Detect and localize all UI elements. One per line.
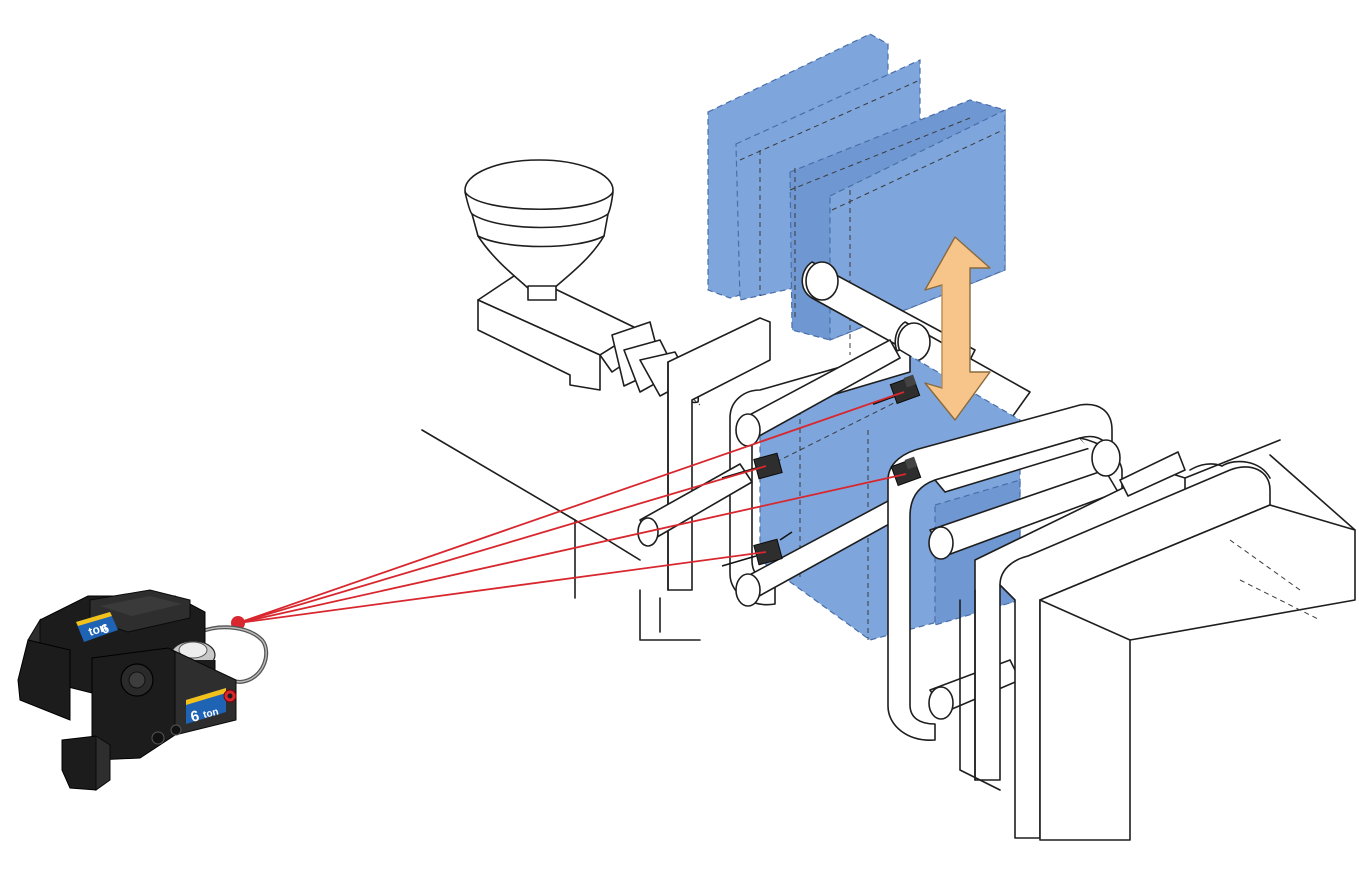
- moving-platen-frame: [637, 339, 911, 607]
- front-label-number: 6: [189, 707, 201, 726]
- top-label-unit: ton: [87, 620, 109, 639]
- reflector-target-2-icon: [890, 456, 922, 487]
- laser-beam-2: [237, 465, 767, 624]
- laser-beam-3: [237, 473, 907, 624]
- laser-beam-1: [237, 391, 905, 624]
- top-label-number: 6: [99, 620, 111, 637]
- double-arrow-vertical-icon: [924, 236, 991, 421]
- laser-beam-4: [237, 551, 767, 624]
- top-capacity-label: ton 6: [76, 612, 118, 642]
- reflector-target-3-icon: [721, 452, 783, 480]
- reflector-target-4-icon: [721, 531, 793, 567]
- front-capacity-label: 6 ton: [186, 688, 226, 726]
- toggle-housing: [959, 451, 1356, 841]
- injection-unit: [477, 271, 701, 406]
- hopper: [464, 159, 614, 301]
- laser-beams: [237, 391, 907, 624]
- front-label-unit: ton: [202, 706, 220, 720]
- laser-gauge-device: ton 6 6 ton: [17, 589, 269, 791]
- fixed-platen: [667, 317, 771, 591]
